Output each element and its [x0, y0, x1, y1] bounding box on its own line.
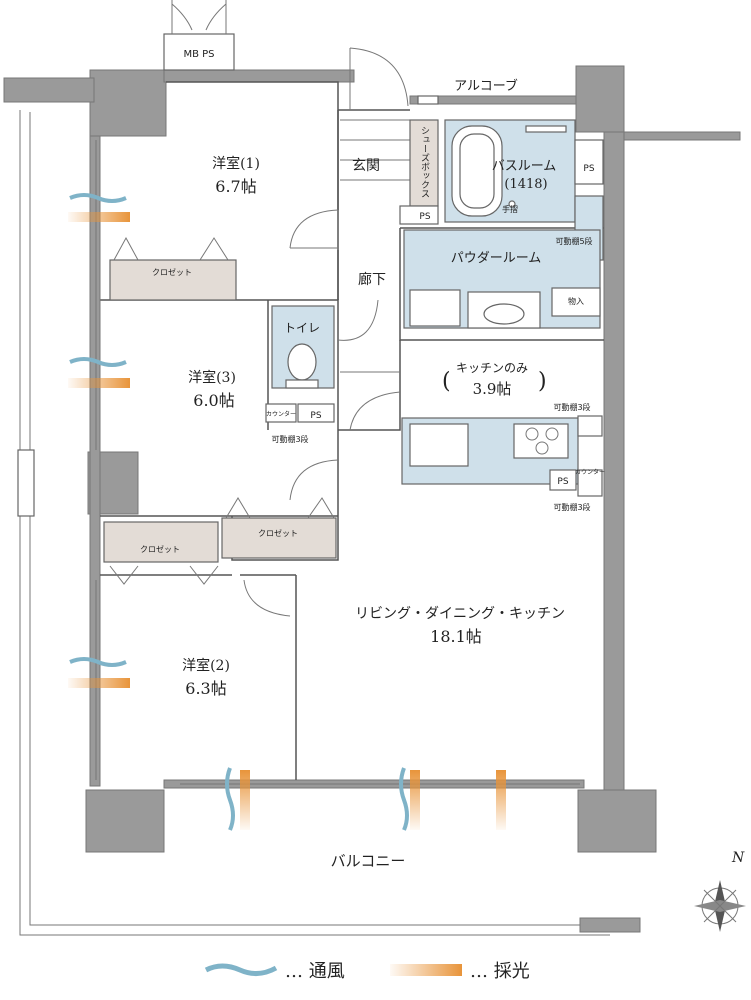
shoebox-label: シューズボックス: [419, 126, 430, 198]
counter-label-toilet: カウンター: [266, 410, 296, 418]
closet-label-3: クロゼット: [258, 528, 298, 538]
ps-label-kitchen: PS: [557, 477, 568, 487]
storage-label: 物入: [568, 296, 584, 306]
room-ldk-name: リビング・ダイニング・キッチン: [355, 606, 565, 622]
kitchen-bracket-open: (: [442, 369, 451, 394]
kitchen-only-name: キッチンのみ: [456, 361, 528, 375]
ps-label-bath: PS: [583, 164, 594, 174]
wind-icon: [204, 963, 278, 976]
room-bathroom-name: バスルーム: [492, 159, 557, 174]
shelf3-label-toilet: 可動棚3段: [271, 434, 308, 444]
doors: [243, 209, 401, 617]
ps-label-genkan: PS: [419, 212, 430, 222]
balcony-outline: [17, 110, 641, 936]
compass-north: N: [731, 850, 745, 866]
mbps-label: MB PS: [183, 49, 214, 60]
genkan-steps: [340, 119, 439, 225]
bathroom-area: [444, 119, 604, 261]
compass-icon: N: [694, 850, 746, 932]
legend-ventilation: … 通風: [285, 961, 345, 982]
toilet-area: [265, 305, 335, 423]
room-ldk-size: 18.1帖: [430, 627, 482, 646]
closet-label-1: クロゼット: [152, 267, 192, 277]
room-western1-name: 洋室(1): [212, 155, 260, 172]
interior-walls: [100, 81, 604, 780]
room-labels: 洋室(1) 6.7帖 洋室(3) 6.0帖 洋室(2) 6.3帖 リビング・ダイ…: [182, 78, 565, 870]
legend: … 通風 … 採光: [204, 961, 530, 982]
fixture-labels: PS PS PS PS シューズボックス クロゼット クロゼット クロゼット 手…: [140, 126, 605, 554]
room-corridor: 廊下: [358, 271, 386, 288]
room-entrance: 玄関: [352, 157, 380, 174]
room-toilet: トイレ: [284, 321, 320, 335]
room-western3-size: 6.0帖: [193, 391, 234, 410]
light-icon: [390, 964, 462, 976]
room-western3-name: 洋室(3): [188, 369, 236, 386]
mbps-box: MB PS: [163, 0, 235, 71]
ventilation-flows: [69, 193, 409, 831]
room-western2-name: 洋室(2): [182, 657, 230, 674]
closet-label-2: クロゼット: [140, 544, 180, 554]
entrance-door: [349, 47, 439, 110]
room-western1-size: 6.7帖: [215, 177, 256, 196]
shelf5-label: 可動棚5段: [555, 236, 592, 246]
kitchen-bracket-close: ): [538, 369, 547, 394]
kitchen-counter: [401, 415, 603, 497]
room-western2-size: 6.3帖: [185, 679, 226, 698]
powder-room-area: [403, 229, 601, 329]
structural-walls: [3, 65, 741, 853]
room-bathroom-size: (1418): [504, 177, 547, 192]
closets: [103, 236, 337, 585]
ps-label-toilet: PS: [310, 411, 321, 421]
room-alcove: アルコーブ: [454, 78, 518, 94]
shelf3-label-lower: 可動棚3段: [553, 502, 590, 512]
room-balcony: バルコニー: [331, 852, 406, 870]
shelf3-label-kitchen: 可動棚3段: [553, 402, 590, 412]
legend-daylight: … 採光: [470, 961, 530, 982]
room-powder: パウダールーム: [451, 251, 542, 266]
counter-label-kitchen: カウンター: [575, 468, 605, 476]
kitchen-only-size: 3.9帖: [473, 380, 512, 398]
daylight-flows: [68, 212, 506, 830]
handrail-label: 手摺: [502, 204, 518, 214]
